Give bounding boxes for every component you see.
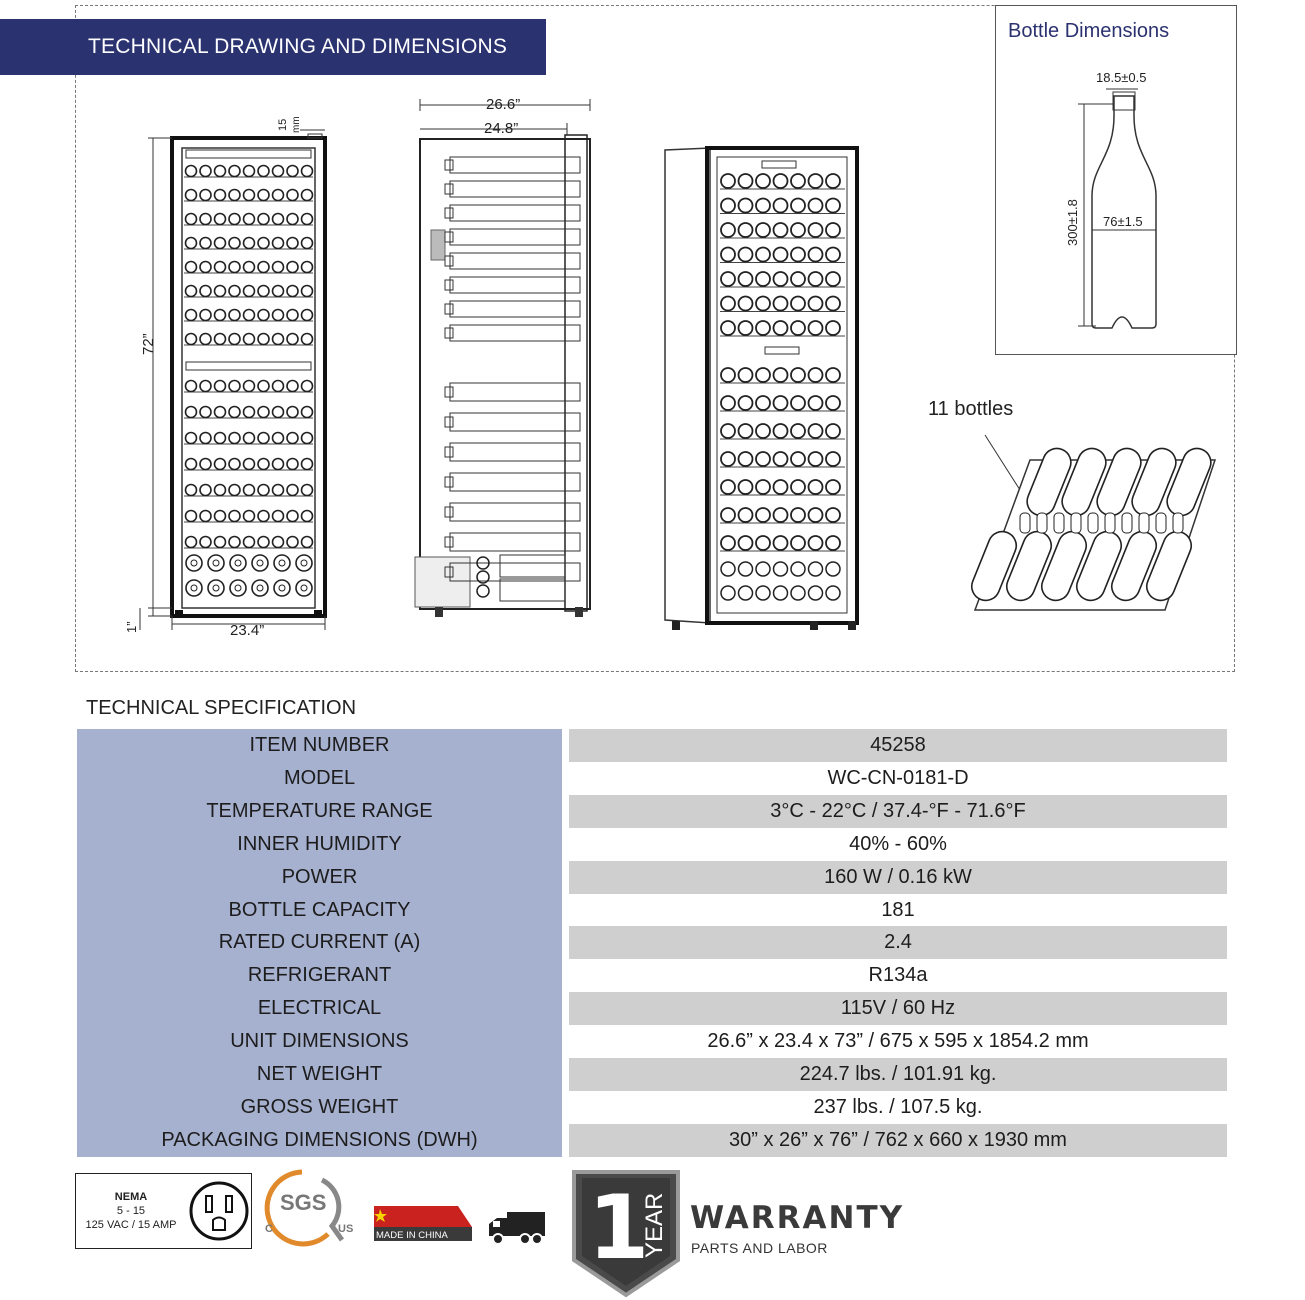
spec-label-column (77, 729, 562, 1157)
spec-row: REFRIGERANT R134a (77, 959, 1227, 992)
shelf-capacity-label: 11 bottles (928, 398, 1014, 420)
outlet-icon (189, 1181, 249, 1241)
warranty-title: WARRANTY (690, 1200, 905, 1236)
spec-label: TEMPERATURE RANGE (206, 799, 433, 822)
spec-row: BOTTLE CAPACITY 181 (77, 894, 1227, 927)
warranty-unit: YEAR (641, 1193, 668, 1258)
spec-row: UNIT DIMENSIONS 26.6” x 23.4 x 73” / 675 … (77, 1025, 1227, 1058)
spec-label: UNIT DIMENSIONS (230, 1030, 409, 1053)
spec-row: GROSS WEIGHT 237 lbs. / 107.5 kg. (77, 1091, 1227, 1124)
front-height-label: 72” (140, 333, 157, 355)
bottle-dimensions-panel: Bottle Dimensions 18.5±0.5 300±1.8 76±1.… (995, 5, 1237, 355)
sgs-c: C (265, 1223, 273, 1235)
spec-row: PACKAGING DIMENSIONS (DWH) 30” x 26” x 76… (77, 1123, 1227, 1157)
nema-title: NEMA (114, 1191, 148, 1203)
spec-row: NET WEIGHT 224.7 lbs. / 101.91 kg. (77, 1058, 1227, 1091)
bottle-dimensions-title: Bottle Dimensions (1008, 20, 1170, 42)
spec-value: 181 (881, 898, 915, 921)
spec-title: TECHNICAL SPECIFICATION (86, 697, 357, 719)
spec-label: INNER HUMIDITY (237, 832, 402, 855)
warranty-number: 1 (588, 1176, 649, 1279)
truck-icon (489, 1212, 545, 1245)
spec-label: MODEL (283, 766, 356, 789)
spec-value: WC-CN-0181-D (827, 766, 969, 789)
front-view-drawing (139, 129, 327, 630)
spec-value: 2.4 (884, 931, 912, 954)
bottle-outline (1078, 88, 1157, 329)
spec-row: MODEL WC-CN-0181-D (77, 762, 1227, 795)
spec-value: 40% - 60% (849, 832, 947, 855)
spec-value: 26.6” x 23.4 x 73” / 675 x 595 x 1854.2 … (707, 1030, 1089, 1053)
spec-value: 3°C - 22°C / 37.4-°F - 71.6°F (770, 799, 1026, 822)
bottle-neck-dim: 18.5±0.5 (1096, 70, 1147, 85)
spec-label: ELECTRICAL (257, 997, 382, 1020)
spec-label: NET WEIGHT (256, 1063, 383, 1085)
spec-value: 115V / 60 Hz (840, 997, 956, 1020)
spec-label: PACKAGING DIMENSIONS (DWH) (161, 1128, 478, 1151)
made-in-china-icon: MADE IN CHINA (374, 1206, 472, 1241)
sgs-text: SGS (280, 1190, 326, 1215)
spec-value: R134a (868, 964, 928, 987)
top-gap-unit: mm (291, 116, 302, 133)
nema-badge: NEMA 5 - 15 125 VAC / 15 AMP (75, 1173, 252, 1249)
perspective-view-drawing (664, 146, 859, 630)
spec-label: RATED CURRENT (A) (218, 931, 421, 954)
spec-value: 30” x 26” x 76” / 762 x 660 x 1930 mm (729, 1128, 1067, 1151)
spec-label: BOTTLE CAPACITY (228, 898, 411, 921)
sgs-us: US (338, 1223, 353, 1235)
spec-row: INNER HUMIDITY 40% - 60% (77, 828, 1227, 861)
spec-value: 224.7 lbs. / 101.91 kg. (799, 1063, 997, 1085)
made-in-china-text: MADE IN CHINA (376, 1230, 448, 1241)
shelf-drawing (970, 434, 1217, 611)
spec-label: GROSS WEIGHT (240, 1095, 399, 1118)
spec-row: ITEM NUMBER 45258 (77, 729, 1227, 762)
side-depth-body-label: 24.8” (484, 120, 519, 137)
front-width-label: 23.4” (230, 622, 265, 639)
foot-height-label: 1” (124, 621, 139, 633)
spec-row: ELECTRICAL 115V / 60 Hz (77, 992, 1227, 1026)
spec-value: 237 lbs. / 107.5 kg. (813, 1095, 983, 1118)
side-depth-total-label: 26.6” (486, 96, 521, 113)
spec-row: POWER 160 W / 0.16 kW (77, 860, 1227, 894)
nema-rating: 125 VAC / 15 AMP (85, 1219, 177, 1231)
spec-row: RATED CURRENT (A) 2.4 (77, 926, 1227, 960)
bottle-height-dim: 300±1.8 (1065, 199, 1080, 246)
spec-value: 45258 (870, 734, 926, 756)
bottle-diameter-dim: 76±1.5 (1103, 214, 1143, 229)
top-gap-label: 15 (277, 118, 289, 131)
warranty-subtitle: PARTS AND LABOR (691, 1240, 828, 1256)
spec-label: POWER (281, 865, 358, 888)
spec-label: ITEM NUMBER (249, 734, 390, 756)
section-banner: TECHNICAL DRAWING AND DIMENSIONS (0, 19, 546, 75)
spec-row: TEMPERATURE RANGE 3°C - 22°C / 37.4-°F - … (77, 794, 1227, 828)
spec-value: 160 W / 0.16 kW (824, 865, 972, 888)
side-view-drawing (414, 99, 591, 617)
spec-label: REFRIGERANT (247, 964, 392, 987)
one-year-shield-icon: 1 YEAR (572, 1170, 680, 1298)
sgs-certification-icon: SGS C US (264, 1169, 353, 1247)
nema-type: 5 - 15 (116, 1205, 146, 1217)
